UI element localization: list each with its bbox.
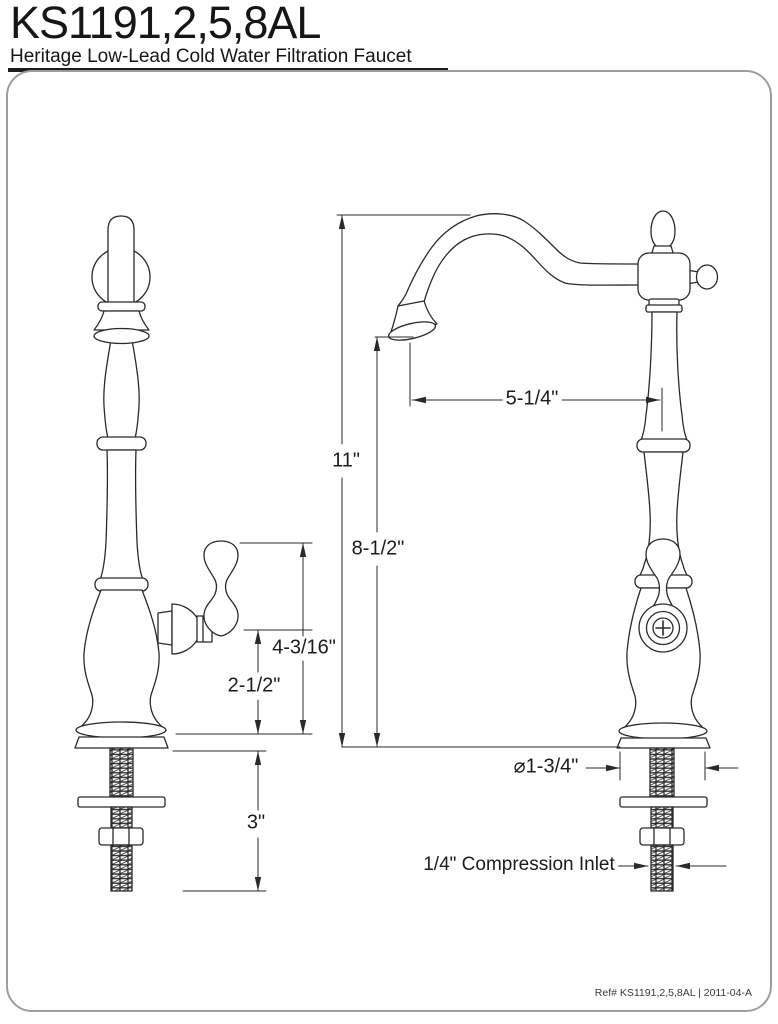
side-handle-lever <box>203 540 239 637</box>
shank-length-label: 3" <box>243 812 269 834</box>
front-body-hub <box>637 252 691 301</box>
side-bell-flange <box>97 301 146 312</box>
phillips-screw-icon <box>655 620 671 636</box>
side-mid-column <box>99 449 144 581</box>
side-bell-rim <box>93 327 150 345</box>
side-washer <box>77 796 166 808</box>
reference-number: Ref# KS1191,2,5,8AL | 2011-04-A <box>594 987 752 999</box>
side-bell <box>93 310 150 331</box>
side-handle-boss <box>157 610 173 646</box>
side-base-plate <box>74 736 169 749</box>
front-base-rim <box>618 722 708 740</box>
handle-height-label: 4-3/16" <box>269 637 339 659</box>
front-index-knob <box>695 264 719 290</box>
spout-reach-label: 5-1/4" <box>502 388 562 410</box>
valve-center-height-label: 2-1/2" <box>224 675 284 697</box>
side-mounting-nut <box>98 827 144 846</box>
drawing-frame <box>6 70 772 1012</box>
front-upper-neck <box>639 311 689 444</box>
overall-height-label: 11" <box>329 450 363 472</box>
side-body <box>77 589 166 731</box>
side-handle-bell <box>171 603 201 655</box>
front-finial <box>650 210 676 249</box>
side-collar-upper <box>96 436 147 451</box>
front-washer <box>619 796 708 808</box>
model-number: KS1191,2,5,8AL <box>10 0 321 48</box>
front-mounting-nut <box>639 827 685 846</box>
side-spout-end <box>107 215 135 312</box>
front-handle <box>638 538 688 653</box>
inlet-type-label: 1/4" Compression Inlet <box>420 855 618 875</box>
front-base-plate <box>616 737 711 749</box>
side-collar-lower <box>94 577 149 592</box>
dimension-arrowheads <box>254 215 719 891</box>
front-spout <box>397 213 646 307</box>
side-shank <box>77 747 166 892</box>
front-outlet-rim <box>387 321 437 341</box>
spout-height-label: 8-1/2" <box>348 538 408 560</box>
side-upper-neck <box>103 339 140 439</box>
front-collar-upper <box>636 438 691 453</box>
dimension-lines <box>172 214 739 892</box>
faucet-front-view <box>387 210 719 892</box>
front-shank <box>619 747 708 892</box>
title-block: KS1191,2,5,8AL Heritage Low-Lead Cold Wa… <box>10 0 412 67</box>
faucet-side-view <box>74 215 239 892</box>
side-base-rim <box>75 721 167 739</box>
product-subtitle: Heritage Low-Lead Cold Water Filtration … <box>10 45 412 67</box>
side-handle <box>157 540 239 655</box>
base-diameter-label: ⌀1-3/4" <box>510 756 582 778</box>
